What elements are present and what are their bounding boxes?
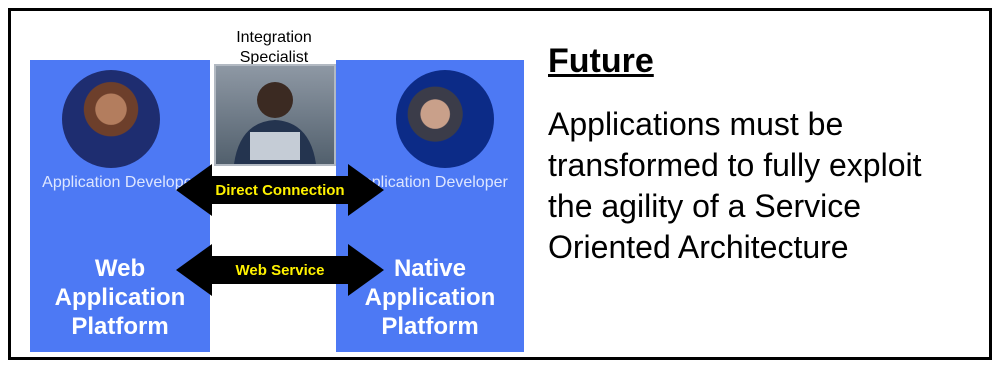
integration-specialist-label: Integration Specialist <box>236 29 312 66</box>
direct-connection-arrow: Direct Connection <box>176 164 384 216</box>
integration-specialist-photo <box>214 64 336 166</box>
left-role-label: Application Developer <box>42 174 198 191</box>
left-platform-label: Web Application Platform <box>54 255 186 340</box>
slide-body-text: Applications must be transformed to full… <box>548 106 922 265</box>
native-application-platform-panel: Application Developer Native Application… <box>336 60 524 352</box>
web-application-platform-panel: Application Developer Web Application Pl… <box>30 60 210 352</box>
developer-avatar-left <box>62 70 160 168</box>
web-service-label: Web Service <box>235 261 325 279</box>
right-role-label: Application Developer <box>352 174 508 191</box>
developer-avatar-right <box>396 70 494 168</box>
right-platform-label: Native Application Platform <box>364 255 496 340</box>
slide-title: Future <box>548 42 654 80</box>
direct-connection-label: Direct Connection <box>215 181 345 199</box>
web-service-arrow: Web Service <box>176 244 384 296</box>
